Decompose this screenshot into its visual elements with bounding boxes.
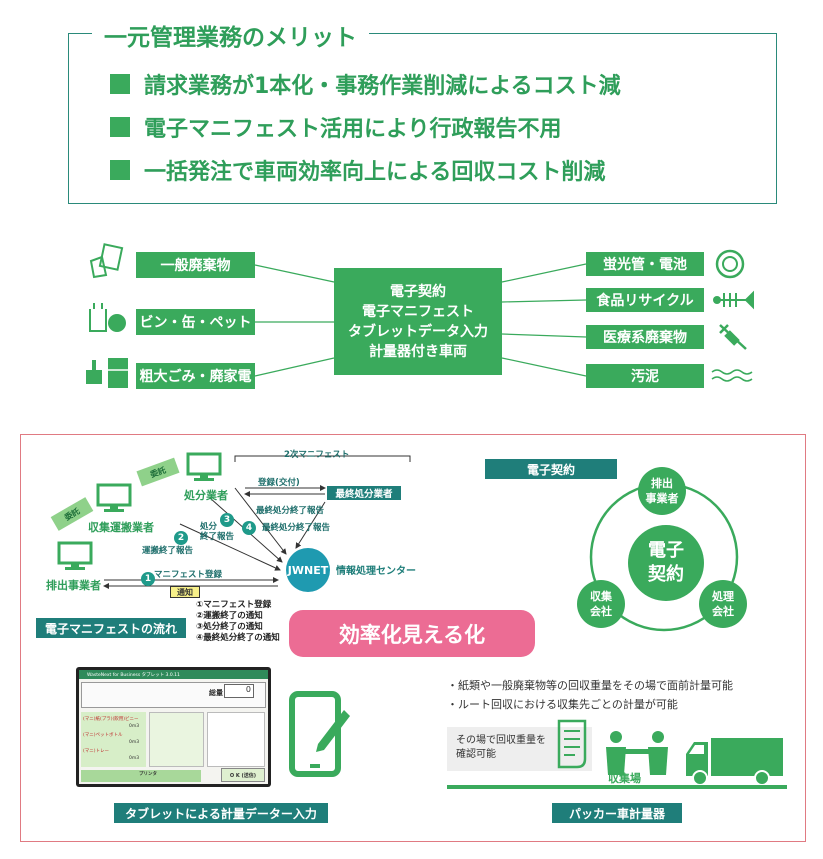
tablet-row-1: (マニ)紙(プラ)(飲用)ビニー (83, 717, 139, 722)
tablet-weight-label: 総量 (209, 689, 223, 697)
notice-line-2: ②運搬終了の通知 (196, 611, 263, 621)
hub-box: 電子契約 電子マニフェスト タブレットデータ入力 計量器付き車両 (334, 268, 502, 375)
tablet-input-panel (149, 712, 204, 767)
disposal-report-label-2: 終了報告 (200, 532, 235, 542)
contract-badge: 電子契約 (485, 459, 617, 479)
discharger-label: 排出事業者 (46, 579, 101, 592)
merit-item-2: 電子マニフェスト活用により行政報告不用 (110, 111, 562, 143)
merit-item-1: 請求業務が1本化・事務作業削減によるコスト減 (110, 68, 621, 100)
packer-truck-icon (686, 738, 783, 786)
right-item-fluorescent-battery: 蛍光管・電池 (586, 252, 704, 276)
transport-report-label: 運搬終了報告 (142, 546, 194, 556)
scale-bullet-1: ・紙類や一般廃棄物等の回収重量をその場で面前計量可能 (447, 679, 733, 692)
collector-monitor-icon (96, 483, 132, 512)
contract-node-discharger: 排出 事業者 (638, 467, 686, 515)
tablet-screen: WasteNext for Business タブレット 3.0.11 総量 0… (79, 670, 268, 784)
jwnet-circle: JWNET (286, 548, 330, 592)
bullet-square-icon (110, 117, 130, 137)
final-report-2-label: 最終処分終了報告 (262, 523, 331, 533)
merit-title: 一元管理業務のメリット (92, 18, 369, 52)
left-item-bulky-appliance: 粗大ごみ・廃家電 (136, 363, 255, 389)
tablet-app-bar (79, 670, 268, 679)
tablet-row-1-unit: 0m3 (129, 724, 140, 729)
notice-line-1: ①マニフェスト登録 (196, 600, 272, 610)
step-number-1: 1 (141, 572, 155, 586)
processor-monitor-icon (186, 452, 222, 481)
right-item-food-recycle: 食品リサイクル (586, 288, 704, 312)
fluorescent-ring-icon (715, 249, 745, 279)
general-waste-icon (89, 243, 124, 279)
discharger-monitor-icon (57, 541, 93, 570)
scale-note-text: その場で回収重量を 確認可能 (456, 735, 546, 760)
tablet-footer-bar (81, 770, 201, 782)
final-processor-label: 最終処分業者 (327, 486, 401, 500)
collection-site-label: 収集場 (608, 772, 641, 785)
ground-line (447, 785, 787, 789)
contract-center-node: 電子 契約 (628, 525, 704, 601)
merit-box (68, 33, 777, 204)
tablet-app-title: WasteNext for Business タブレット 3.0.11 (87, 673, 180, 678)
left-item-bottle-can-pet: ビン・缶・ペット (136, 309, 255, 335)
second-manifest-label: 2次マニフェスト (284, 450, 350, 460)
receipt-icon (557, 719, 587, 769)
step-number-2: 2 (174, 531, 188, 545)
scale-bullet-2: ・ルート回収における収集先ごとの計量が可能 (447, 698, 678, 711)
left-item-general-waste: 一般廃棄物 (136, 252, 255, 278)
hub-connectors (254, 263, 587, 377)
syringe-icon (719, 324, 747, 350)
tablet-pen-icon (289, 691, 350, 777)
notice-line-3: ③処分終了の通知 (196, 622, 263, 632)
bottle-can-icon (89, 303, 126, 332)
step-number-3: 3 (220, 513, 234, 527)
tablet-row-3: (マニ)トレー (83, 749, 110, 754)
tablet-item-panel (81, 712, 146, 767)
contract-node-processor: 処理 会社 (699, 580, 747, 628)
tablet-row-2: (マニ)ペットボトル (83, 733, 123, 738)
scale-note-box (447, 727, 592, 771)
tablet-caption: タブレットによる計量データー入力 (114, 803, 328, 823)
bullet-square-icon (110, 160, 130, 180)
tablet-row-2-unit: 0m3 (129, 740, 140, 745)
sludge-wave-icon (711, 369, 753, 382)
disposal-report-label-1: 処分 (200, 522, 218, 532)
tablet-weight-value: 0 (224, 684, 254, 698)
feature-panel (20, 434, 806, 842)
notice-badge: 通知 (170, 586, 200, 598)
tablet-list-panel (207, 712, 265, 767)
notice-line-4: ④最終処分終了の通知 (196, 633, 280, 643)
manifest-flow-caption: 電子マニフェストの流れ (36, 618, 186, 638)
workers-icon (606, 731, 668, 775)
final-report-label: 最終処分終了報告 (256, 506, 325, 516)
packer-scale-caption: パッカー車計量器 (552, 803, 682, 823)
contract-node-collector: 収集 会社 (577, 580, 625, 628)
fish-bone-icon (713, 290, 754, 310)
collector-label: 収集運搬業者 (88, 521, 154, 534)
tablet-print-label: プリンタ (139, 772, 157, 777)
bulky-appliance-icon (86, 358, 128, 388)
processor-label: 処分業者 (184, 489, 228, 502)
right-item-medical-waste: 医療系廃棄物 (586, 325, 704, 349)
manifest-register-label: マニフェスト登録 (154, 570, 223, 580)
register-delivery-label: 登録(交付) (258, 478, 300, 488)
tablet-ok-button[interactable]: O K (送信) (221, 768, 265, 782)
right-item-sludge: 汚泥 (586, 364, 704, 388)
manifest-flow-arrows (103, 455, 411, 589)
step-number-4: 4 (242, 521, 256, 535)
jwnet-label: 情報処理センター (336, 566, 416, 577)
merit-item-3: 一括発注で車両効率向上による回収コスト削減 (110, 154, 605, 186)
bullet-square-icon (110, 74, 130, 94)
tablet-row-3-unit: 0m3 (129, 756, 140, 761)
efficiency-banner: 効率化見える化 (289, 610, 535, 657)
